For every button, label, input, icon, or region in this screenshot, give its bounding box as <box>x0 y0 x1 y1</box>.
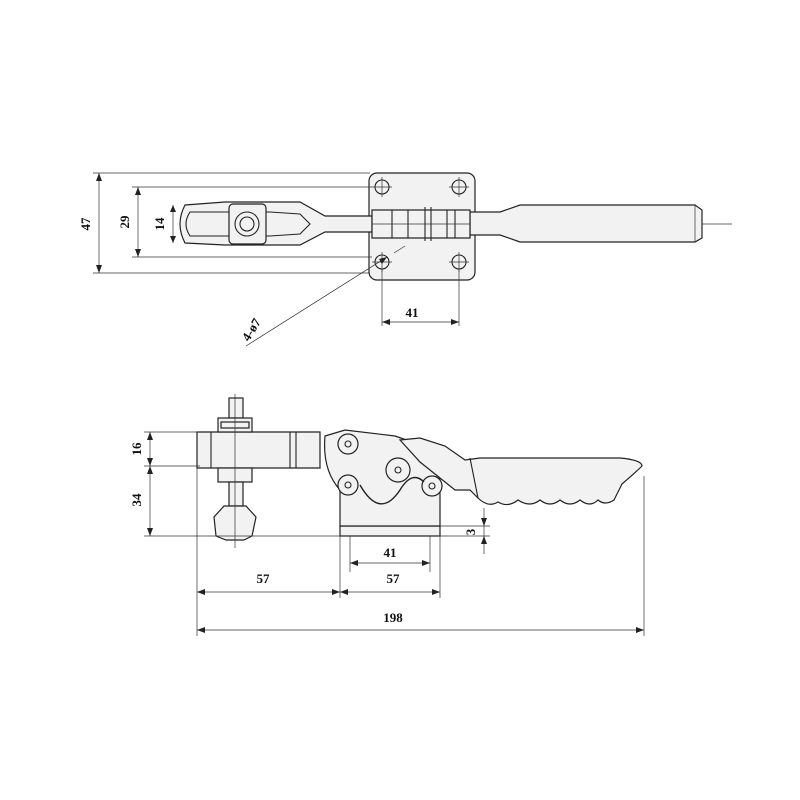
side-spindle-top <box>228 397 244 419</box>
dim-text-14: 14 <box>152 217 167 231</box>
dim-text-3: 3 <box>463 528 478 535</box>
top-arm <box>179 201 373 246</box>
dim-text-16: 16 <box>129 442 144 456</box>
side-view: 16 34 3 41 57 57 198 <box>129 394 645 636</box>
side-handle <box>398 437 643 506</box>
side-pivot-1 <box>337 433 359 455</box>
dim-text-57-right: 57 <box>387 571 401 586</box>
top-handle-bar <box>469 204 703 243</box>
dim-text-41-side: 41 <box>384 545 397 560</box>
dim-text-57-left: 57 <box>257 571 271 586</box>
side-arm <box>196 431 321 469</box>
side-base-plate <box>339 525 441 537</box>
top-view: 47 29 14 41 4-ø7 <box>78 172 732 347</box>
dim-text-41-top: 41 <box>406 305 419 320</box>
dim-text-holes: 4-ø7 <box>239 315 265 344</box>
side-pivot-4 <box>421 475 443 497</box>
dim-text-29: 29 <box>117 215 132 229</box>
dim-text-34: 34 <box>129 493 144 507</box>
top-spindle-nut <box>228 203 267 245</box>
side-spindle-shaft <box>228 481 244 507</box>
side-pivot-3 <box>385 457 411 483</box>
dim-text-47: 47 <box>78 217 93 231</box>
dim-text-198: 198 <box>383 610 403 625</box>
side-pivot-2 <box>337 474 359 496</box>
